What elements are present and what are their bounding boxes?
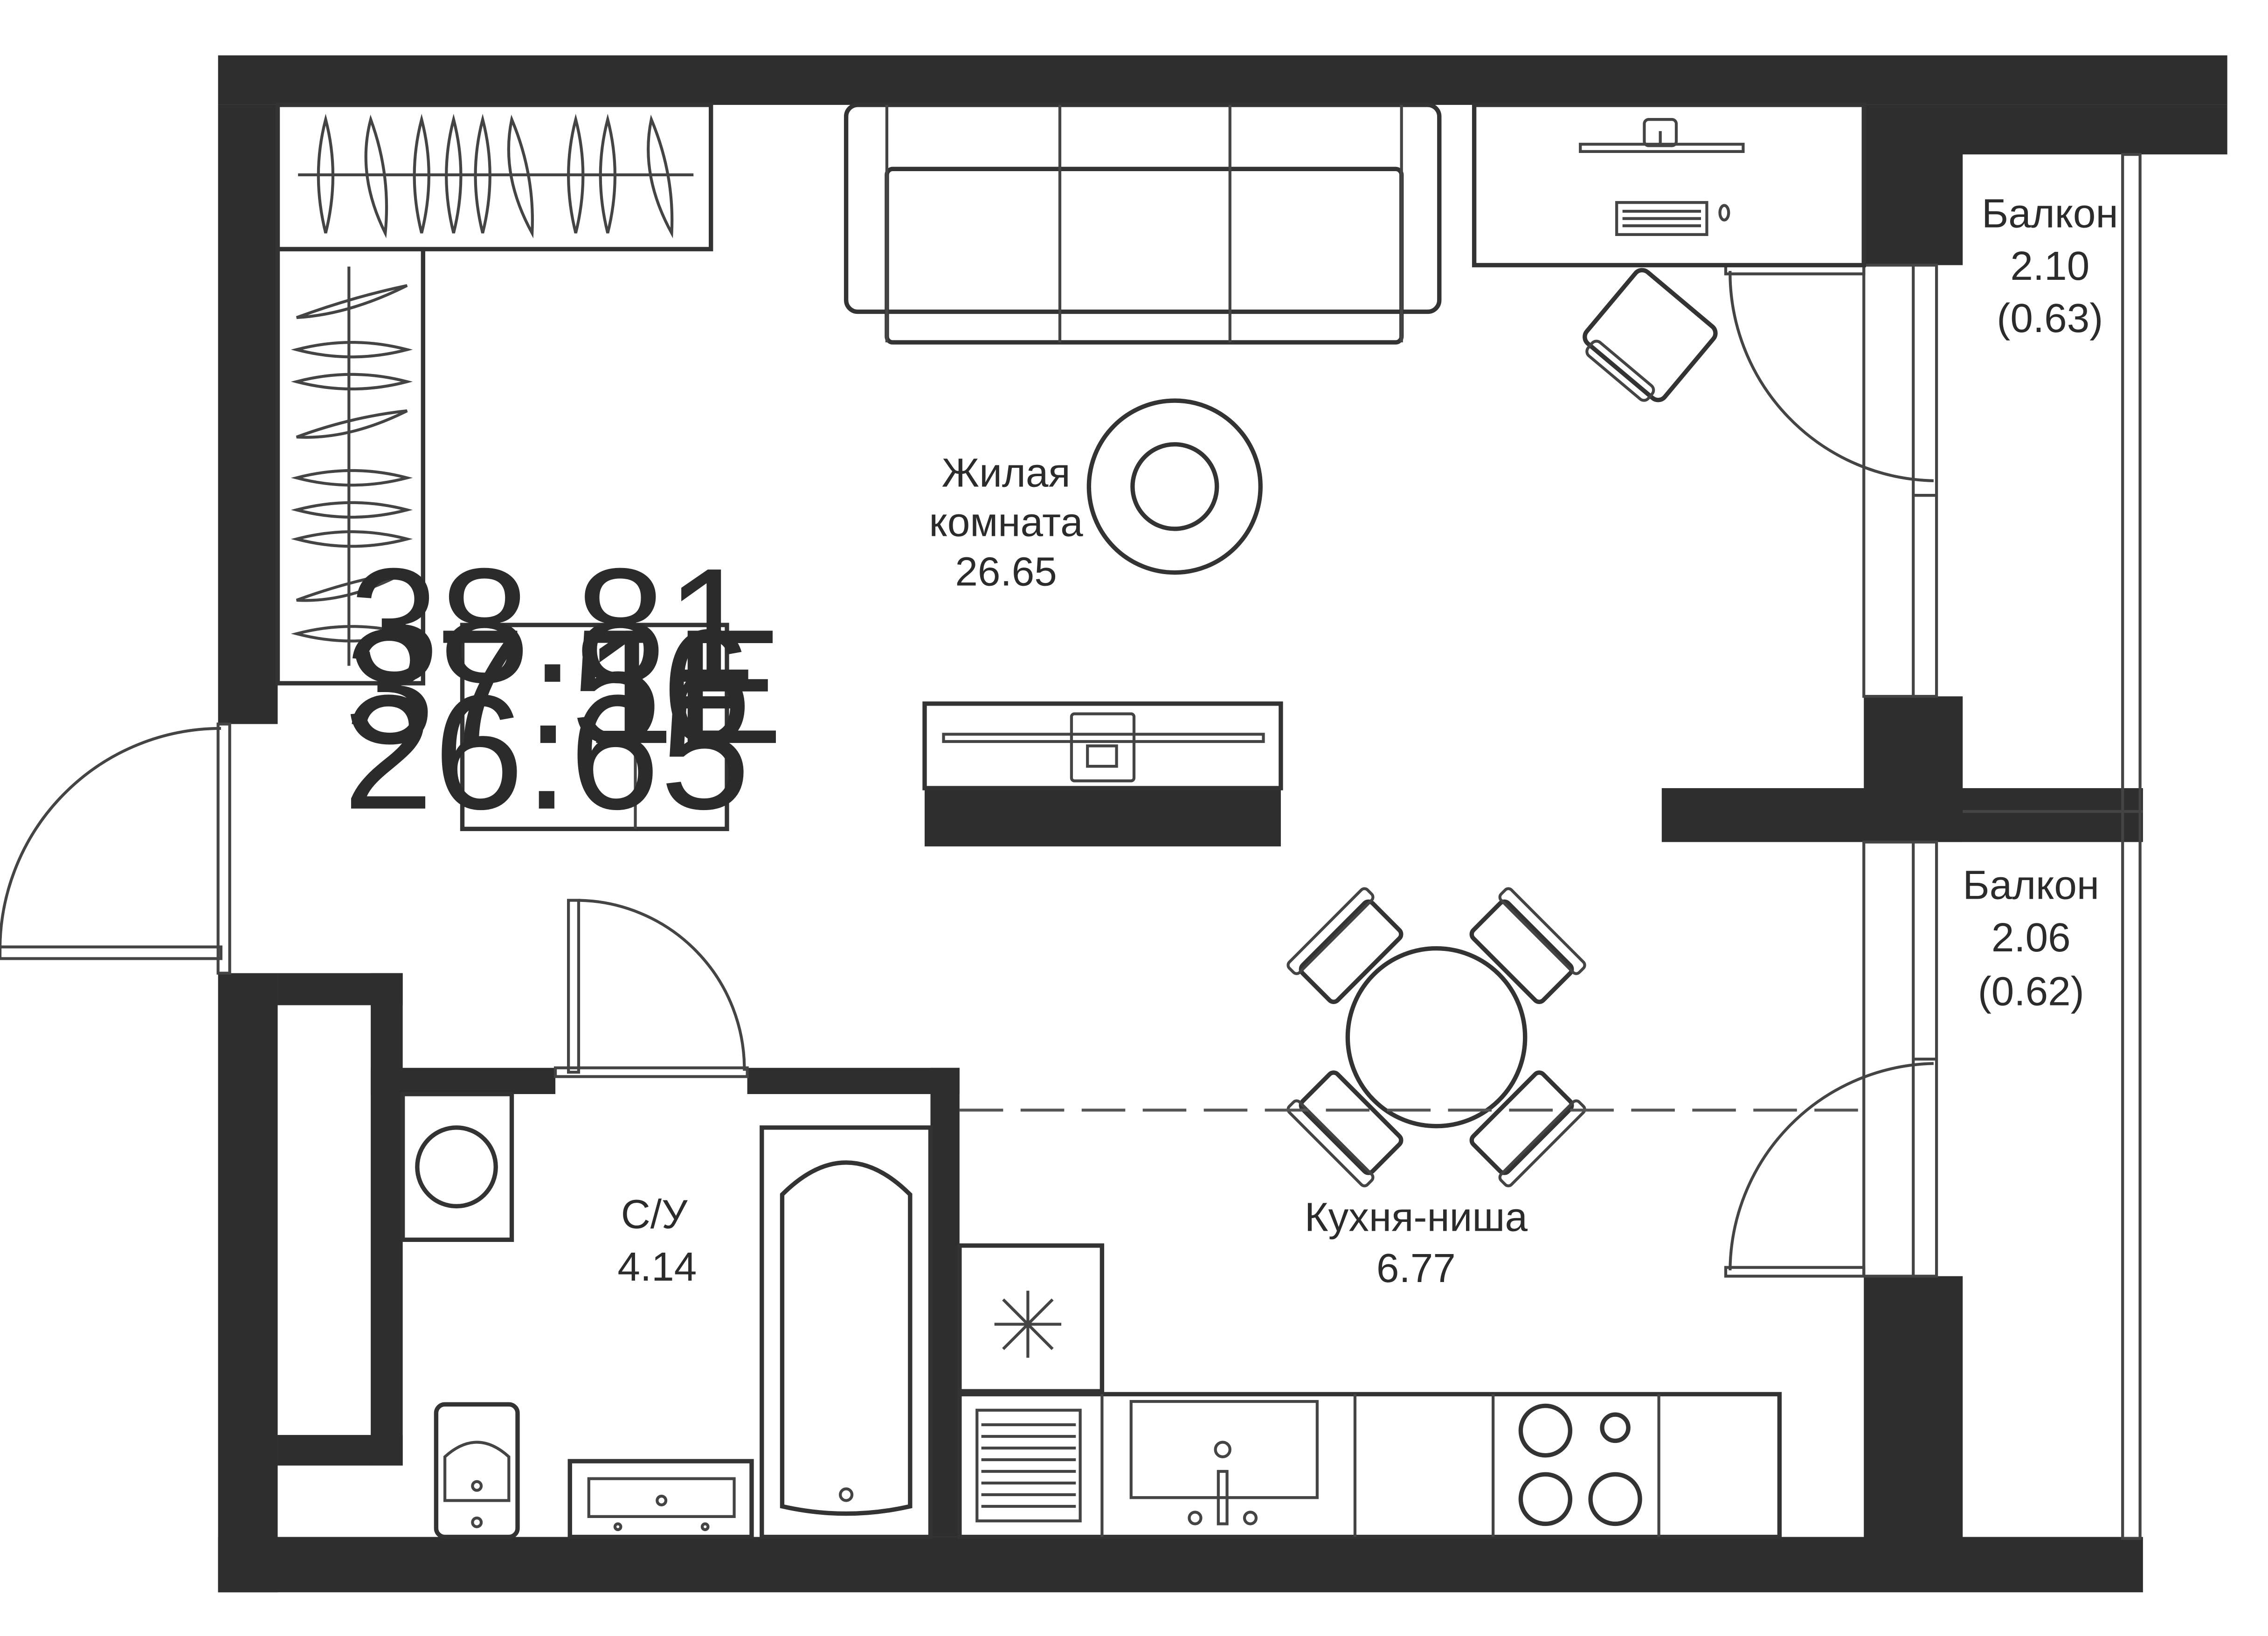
wall-left-lower — [218, 973, 278, 1593]
windows — [1862, 153, 2143, 1540]
balcony-bottom-area: 2.06 — [1991, 915, 2071, 960]
monitor-icon — [1579, 118, 1745, 153]
sofa — [844, 103, 1442, 345]
wall-top — [218, 55, 2227, 105]
hangers-left — [290, 284, 413, 643]
kitchen-area: 6.77 — [1376, 1245, 1456, 1291]
wall-balcony-divider — [1661, 788, 2143, 842]
fridge-icon — [994, 1290, 1062, 1358]
dining-chair — [1286, 1070, 1404, 1187]
living-room-name-line1: Жилая — [942, 450, 1071, 495]
info-total-area: 38.81 — [349, 535, 756, 717]
sink-bathroom — [567, 1459, 754, 1539]
dining-chair — [1286, 887, 1404, 1004]
wall-right-top — [1864, 104, 1963, 265]
wall-bath-right — [930, 1068, 960, 1537]
bathtub — [760, 1125, 933, 1539]
wardrobe-left — [275, 247, 426, 686]
living-room-area: 26.65 — [955, 549, 1057, 595]
wall-right-bottom — [1864, 1276, 1963, 1539]
doors — [0, 263, 1934, 1278]
wall-shaft-bottom — [277, 1435, 403, 1466]
dishwasher-icon — [975, 1408, 1082, 1523]
washing-machine — [400, 1092, 514, 1242]
balcony-top-area: 2.10 — [2010, 243, 2089, 289]
window-living — [1862, 263, 1938, 698]
toilet — [434, 1402, 520, 1539]
bathroom-name: С/У — [621, 1191, 688, 1237]
hangers-top — [317, 113, 674, 238]
walls — [218, 55, 2227, 1593]
keyboard-icon — [1615, 201, 1730, 236]
office-chair — [1583, 268, 1718, 402]
info-living-area: 26.65 — [343, 661, 750, 843]
balcony-bottom-name: Балкон — [1963, 862, 2099, 908]
info-living-total: 37.56 — [345, 596, 752, 778]
bathroom-area: 4.14 — [617, 1244, 697, 1289]
wall-tv-partition — [925, 788, 1281, 846]
balcony-top-area-reduced: (0.63) — [1997, 295, 2103, 341]
dining-chair — [1469, 887, 1586, 1004]
balcony-top-name: Балкон — [1982, 190, 2118, 236]
balcony-door-bottom[interactable] — [1724, 1062, 1934, 1278]
wall-shaft-right — [371, 973, 403, 1466]
bathroom-door[interactable] — [553, 899, 749, 1078]
window-kitchen — [1862, 840, 1938, 1278]
wall-left-upper — [218, 104, 278, 724]
balcony-door-top[interactable] — [1724, 263, 1934, 482]
dining-set — [1286, 887, 1586, 1187]
balcony-outer-rail — [2121, 153, 2142, 1540]
wall-bottom — [218, 1537, 2143, 1593]
living-room-name-line2: комната — [929, 499, 1084, 545]
kitchen-name: Кухня-ниша — [1305, 1194, 1528, 1240]
desk — [1472, 103, 1866, 402]
tv-unit — [922, 701, 1283, 790]
balcony-bottom-area-reduced: (0.62) — [1978, 968, 2084, 1014]
wardrobe-top — [275, 103, 713, 251]
dining-chair — [1469, 1070, 1586, 1187]
coffee-table — [1086, 398, 1263, 575]
info-box — [460, 623, 729, 832]
wall-bath-top-left — [371, 1068, 556, 1094]
stove-icon — [1518, 1403, 1642, 1526]
kitchen-units — [957, 1243, 1782, 1539]
kitchen-sink — [1129, 1400, 1319, 1525]
wall-bath-top-right — [747, 1068, 960, 1094]
entrance-door[interactable] — [0, 722, 231, 975]
info-apartment-type: 1E — [584, 596, 783, 778]
